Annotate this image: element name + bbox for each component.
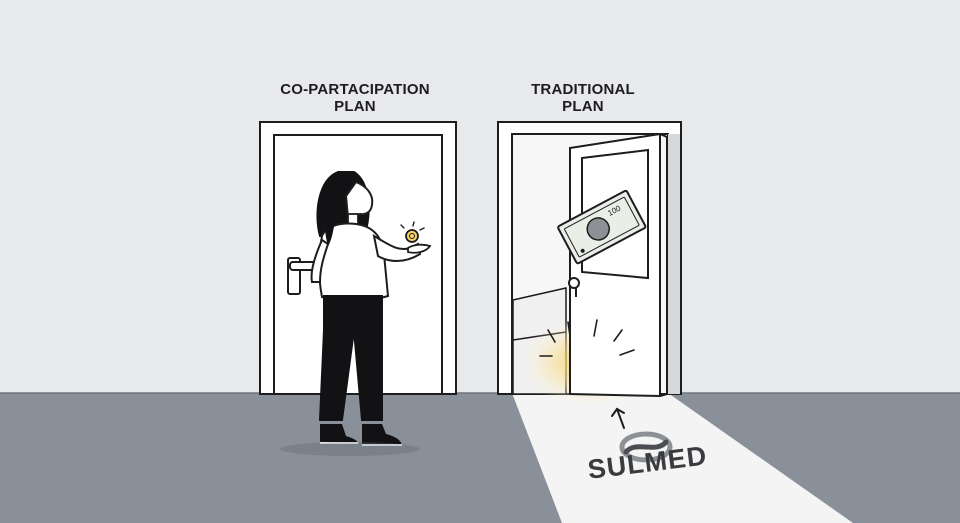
coin-icon bbox=[400, 221, 425, 243]
label-line-2: PLAN bbox=[334, 98, 376, 115]
banknote-icon: 100 bbox=[557, 189, 647, 265]
traditional-plan-label: TRADITIONAL PLAN bbox=[483, 81, 683, 115]
woman-figure bbox=[280, 171, 432, 456]
label-line-1: TRADITIONAL bbox=[531, 81, 635, 98]
arrow-up-icon bbox=[611, 407, 625, 429]
wall bbox=[0, 0, 960, 395]
co-participation-plan-label: CO-PARTACIPATION PLAN bbox=[255, 81, 455, 115]
label-line-2: PLAN bbox=[562, 98, 604, 115]
traditional-door[interactable] bbox=[497, 121, 682, 407]
sulmed-logo-icon bbox=[619, 431, 673, 463]
light-path bbox=[512, 393, 853, 523]
door-knob[interactable] bbox=[568, 277, 580, 289]
label-line-1: CO-PARTACIPATION bbox=[280, 81, 430, 98]
